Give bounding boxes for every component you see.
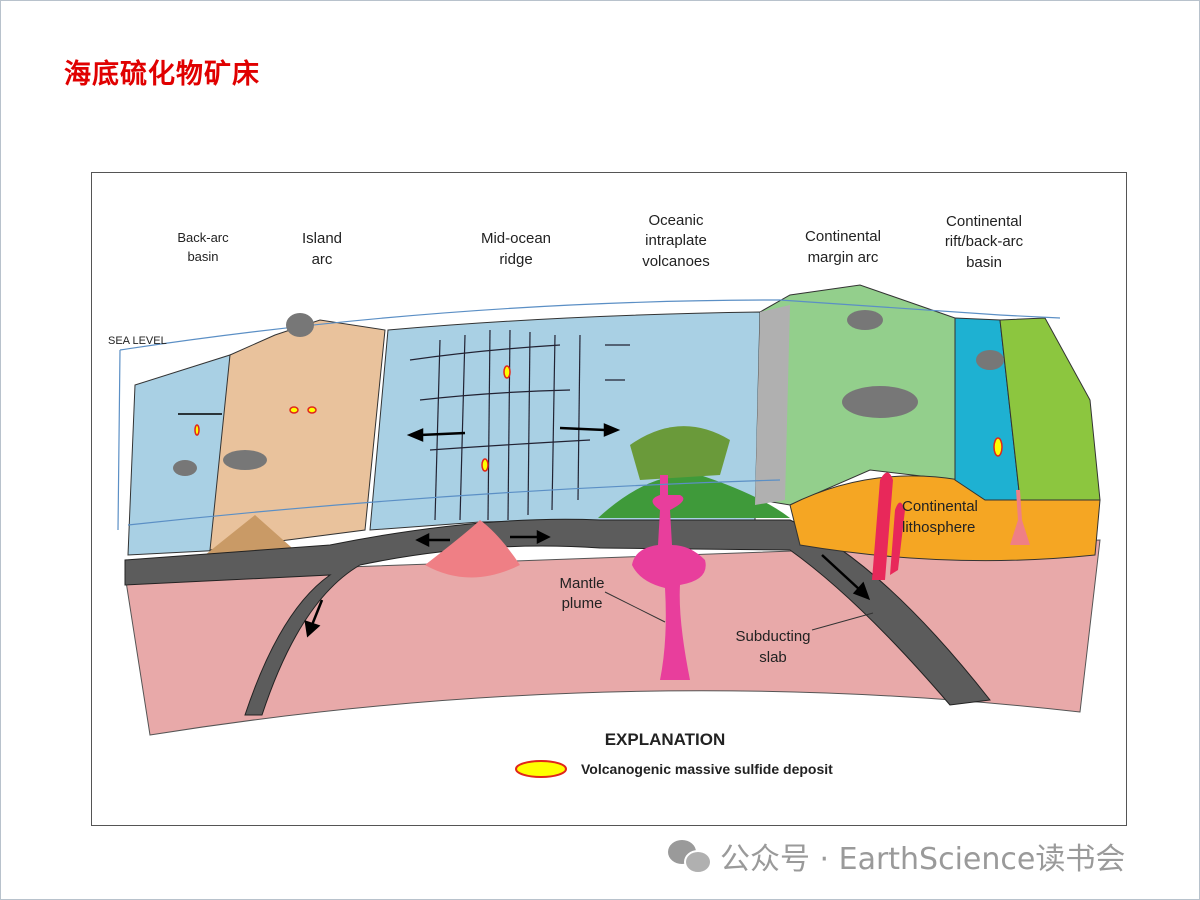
slab-leader — [811, 612, 874, 631]
rift-land — [999, 317, 1101, 501]
watermark-text: 公众号 · EarthScience读书会 — [720, 842, 1126, 877]
rift-magma — [1010, 490, 1030, 545]
motion-arrows — [178, 413, 871, 638]
rift-water — [954, 317, 1021, 501]
island-arc-volcano — [205, 515, 300, 555]
sulfide-deposits — [194, 365, 1003, 472]
oceanic-lithosphere — [124, 518, 991, 716]
sea-level-line — [117, 299, 1061, 531]
ridge-fractures — [409, 329, 630, 521]
smoke-plumes — [173, 310, 1004, 476]
ridge-magma — [425, 520, 520, 578]
continental-gray-edge — [755, 305, 790, 505]
legend-label: Volcanogenic massive sulfide deposit — [581, 761, 833, 777]
island-arc-block — [209, 319, 386, 551]
diagram-frame — [91, 172, 1127, 826]
slide-title: 海底硫化物矿床 — [64, 59, 260, 89]
mantle-plume — [632, 475, 706, 680]
deposit-legend-symbol — [515, 760, 567, 778]
wechat-icon — [668, 838, 712, 874]
label-sea-level: SEA LEVEL — [108, 335, 167, 347]
arc-magma — [872, 472, 905, 580]
intraplate-summit — [630, 426, 730, 480]
watermark: 公众号 · EarthScience读书会 — [668, 834, 1125, 878]
explanation-heading: EXPLANATION — [605, 730, 726, 749]
plume-leader — [604, 591, 666, 623]
